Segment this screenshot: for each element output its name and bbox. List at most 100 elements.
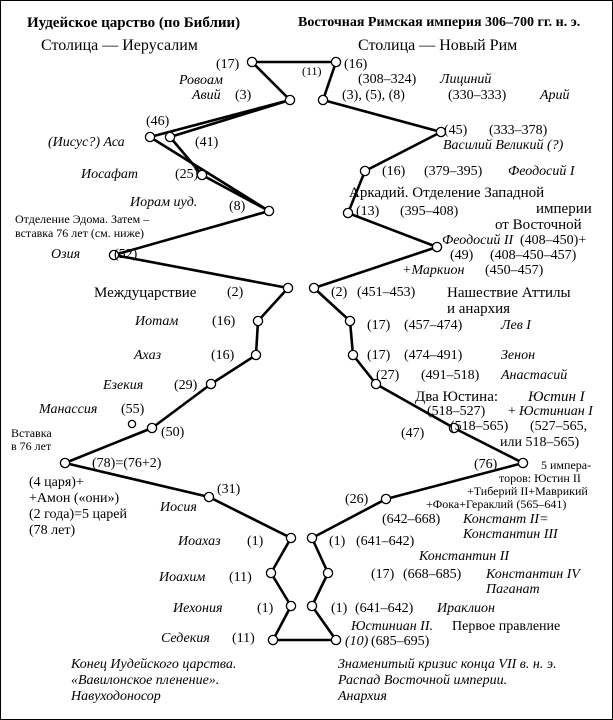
insert-formula: (78)=(76+2) xyxy=(92,456,162,471)
arkadiy-line-3: от Восточной xyxy=(495,217,582,233)
right-period-308: (308–324) xyxy=(358,72,417,87)
first-rule-label: Первое правление xyxy=(452,619,561,634)
emperors-line-1: 5 импера- xyxy=(541,458,592,472)
node-circle xyxy=(448,422,460,434)
node-circle xyxy=(359,165,371,177)
right-years-27: (27) xyxy=(376,368,400,383)
node-circle xyxy=(330,56,342,68)
node-circle xyxy=(284,94,296,106)
right-period-474: (474–491) xyxy=(404,348,463,363)
ruler-lev: Лев I xyxy=(501,318,531,333)
right-years-13: (13) xyxy=(356,204,380,219)
kings-line-2: +Амон («они») xyxy=(29,491,120,506)
right-years-26: (26) xyxy=(345,492,369,507)
right-period-451: (451–453) xyxy=(357,285,416,300)
right-period-641: (641–642) xyxy=(356,534,415,549)
insert-label-1: Вставка xyxy=(11,426,52,440)
ruler-feodosiy-2: Феодосий II xyxy=(442,233,514,248)
arkadiy-line-1: Аркадий. Отделение Западной xyxy=(349,185,545,201)
ruler-oziya: Озия xyxy=(51,247,81,262)
right-years-10: (10) xyxy=(345,634,369,649)
node-circle xyxy=(370,378,382,390)
node-circle xyxy=(252,315,264,327)
node-circle xyxy=(306,600,318,612)
left-years-31: (31) xyxy=(217,482,241,497)
ruler-konstantin-4: Константин IV xyxy=(486,567,580,582)
ruler-konstantin-3: Константин III xyxy=(463,527,558,542)
ruler-zenon: Зенон xyxy=(501,348,536,363)
right-title: Восточная Римская империя 306–700 гг. н.… xyxy=(298,15,581,30)
node-circle xyxy=(285,532,297,544)
right-period-491: (491–518) xyxy=(421,368,480,383)
left-years-1b: (1) xyxy=(257,601,274,616)
left-years-16b: (16) xyxy=(211,348,235,363)
left-years-52: (52) xyxy=(114,247,138,262)
right-years-16b: (16) xyxy=(382,164,406,179)
emperors-line-4: +Фока+Гераклий (565–641) xyxy=(426,497,567,511)
node-circle xyxy=(263,205,275,217)
left-years-1a: (1) xyxy=(247,534,264,549)
ruler-irakliy: Ираклион xyxy=(437,601,495,616)
attila-line-2: и анархия xyxy=(447,301,511,317)
ruler-justinian-2: Юстиниан II. xyxy=(351,619,433,634)
edom-note-2: вставка 76 лет (см. ниже) xyxy=(15,226,145,240)
node-circle xyxy=(380,493,392,505)
node-circle xyxy=(246,56,258,68)
node-circle xyxy=(250,349,262,361)
left-years-41: (41) xyxy=(195,135,219,150)
ruler-konstantin-2: Константин II xyxy=(419,549,510,564)
right-period-518: (518–527) xyxy=(427,404,486,419)
ruler-asa: (Иисус?) Аса xyxy=(48,135,125,150)
right-period-457: (457–474) xyxy=(404,318,463,333)
left-years-50: (50) xyxy=(161,425,185,440)
node-circle xyxy=(282,282,294,294)
left-title: Иудейское царство (по Библии) xyxy=(27,15,241,31)
right-period-518b: (518–565) xyxy=(450,419,509,434)
ruler-markion: +Маркион xyxy=(402,263,465,278)
edom-note-1: Отделение Эдома. Затем – xyxy=(15,212,150,226)
crisis-note-2: Распад Восточной империи. xyxy=(338,673,508,688)
right-period-527: (527–565, xyxy=(530,419,588,434)
ruler-liciniy: Лициний xyxy=(440,72,492,87)
node-circle xyxy=(285,600,297,612)
right-years-1a: (1) xyxy=(329,534,346,549)
ruler-vasiliy: Василий Великий (?) xyxy=(443,138,564,153)
ruler-ezekiya: Езекия xyxy=(103,378,144,393)
right-period-685: (685–695) xyxy=(371,634,430,649)
right-years-76: (76) xyxy=(474,457,498,472)
ruler-iosiya: Иосия xyxy=(160,500,197,515)
node-circle xyxy=(344,315,356,327)
right-period-642: (642–668) xyxy=(382,512,441,527)
node-circle xyxy=(205,378,217,390)
ruler-ahaz: Ахаз xyxy=(134,348,162,363)
left-years-16a: (16) xyxy=(212,314,236,329)
ruler-iehoniya: Иехония xyxy=(173,601,223,616)
node-circle xyxy=(306,532,318,544)
right-years-17a: (17) xyxy=(367,318,391,333)
crisis-note-3: Анархия xyxy=(338,689,387,704)
emperors-line-2: торов: Юстин II xyxy=(499,471,581,485)
interregnum-label: Междуцарствие xyxy=(94,285,197,301)
kings-line-1: (4 царя)+ xyxy=(29,475,84,490)
kings-line-3: (2 года)=5 царей xyxy=(29,507,127,522)
ruler-feodosiy-1: Феодосий I xyxy=(508,164,575,179)
ruler-sedekiya: Седекия xyxy=(161,631,210,646)
left-years-17: (17) xyxy=(216,57,240,72)
node-circle xyxy=(108,249,120,261)
ruler-justin-1: Юстин I xyxy=(528,389,585,405)
node-circle xyxy=(59,457,71,469)
ruler-justinian-1: Юстиниан I xyxy=(519,404,593,419)
node-circle xyxy=(431,241,443,253)
insert-label-2: в 76 лет xyxy=(11,439,52,453)
right-period-668: (668–685) xyxy=(403,567,462,582)
node-circle xyxy=(144,131,156,143)
ruler-rovoam: Ровоам xyxy=(179,73,223,88)
ruler-ariy: Арий xyxy=(540,88,570,103)
right-period-450: (450–457) xyxy=(485,263,544,278)
end-note-2: «Вавилонское пленение». xyxy=(71,673,220,688)
end-note-3: Навуходоносор xyxy=(71,689,161,704)
middle-years-11: (11) xyxy=(302,64,322,78)
ruler-paganat: Паганат xyxy=(486,582,540,597)
right-years-17c: (17) xyxy=(371,567,395,582)
